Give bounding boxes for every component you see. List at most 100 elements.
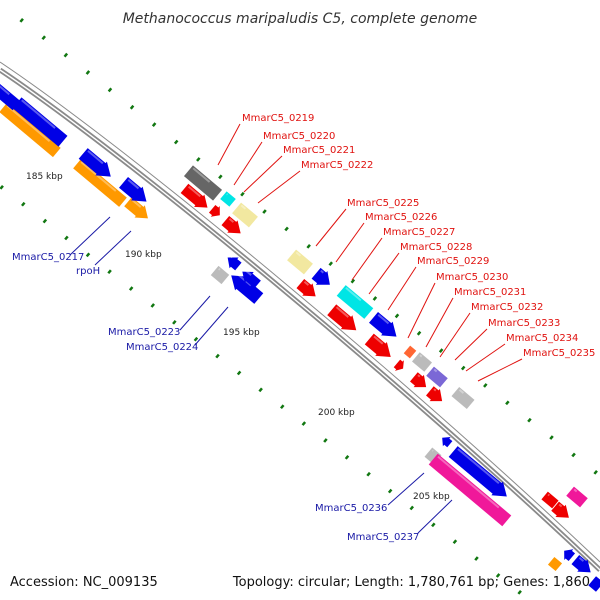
gene-label-mmarc5-0234[interactable]: MmarC5_0234 [506, 333, 578, 344]
gene-feature-mmarc5-0220[interactable] [220, 191, 236, 207]
gene-feature-mmarc5-0228[interactable] [368, 310, 403, 343]
leader-0233 [454, 328, 488, 361]
gene-feature-orange-4[interactable] [547, 556, 563, 572]
gc-dash-outer [107, 87, 113, 93]
gene-feature-blue-6[interactable] [238, 266, 262, 290]
gc-dash-outer [328, 261, 333, 267]
gene-label-mmarc5-0233[interactable]: MmarC5_0233 [488, 318, 560, 329]
gc-dash-inner [85, 252, 91, 258]
gene-feature-mmarc5-0237[interactable] [428, 453, 512, 527]
gene-label-mmarc5-0235[interactable]: MmarC5_0235 [523, 348, 595, 359]
gene-feature-magenta-2[interactable] [566, 486, 588, 508]
gc-dash-outer [151, 122, 157, 127]
gene-label-mmarc5-0232[interactable]: MmarC5_0232 [471, 302, 543, 313]
gene-feature-red-h[interactable] [409, 371, 432, 394]
gene-feature-blue-8[interactable] [447, 445, 512, 504]
gene-label-mmarc5-0222[interactable]: MmarC5_0222 [301, 160, 373, 171]
gene-feature-red-a[interactable] [179, 182, 212, 214]
gene-feature-red-j[interactable] [541, 491, 559, 509]
gc-dash-inner [344, 455, 350, 460]
gc-dash-outer [460, 365, 466, 371]
gene-feature-red-i[interactable] [425, 385, 448, 408]
gene-label-mmarc5-0230[interactable]: MmarC5_0230 [436, 272, 508, 283]
gene-label-mmarc5-0221[interactable]: MmarC5_0221 [283, 145, 355, 156]
gc-dash-outer [438, 348, 444, 353]
gene-label-mmarc5-0220[interactable]: MmarC5_0220 [263, 131, 335, 142]
gene-feature-mmarc5-0225[interactable] [287, 249, 313, 275]
gc-dash-outer [505, 400, 510, 406]
scale-tick-185: 185 kbp [26, 172, 63, 182]
gene-label-mmarc5-0231[interactable]: MmarC5_0231 [454, 287, 526, 298]
gene-label-mmarc5-0224[interactable]: MmarC5_0224 [126, 342, 198, 353]
gc-dash-outer [571, 452, 576, 458]
gene-feature-orange-2[interactable] [73, 159, 127, 207]
gene-feature-mmarc5-0219[interactable] [183, 165, 223, 201]
scale-tick-200: 200 kbp [318, 408, 355, 418]
gene-feature-red-f[interactable] [363, 332, 396, 364]
gene-label-mmarc5-0237[interactable]: MmarC5_0237 [347, 532, 419, 543]
gene-label-mmarc5-0225[interactable]: MmarC5_0225 [347, 198, 419, 209]
gc-dash-inner [301, 421, 307, 426]
gene-feature-mmarc5-0222[interactable] [232, 202, 258, 228]
gene-feature-mmarc5-0223[interactable] [210, 265, 230, 285]
gene-feature-blue-4[interactable] [0, 81, 21, 111]
gene-feature-red-c[interactable] [220, 214, 246, 239]
gene-feature-red-k[interactable] [550, 500, 574, 524]
leader-0219 [217, 123, 241, 166]
gene-feature-mmarc5-0227[interactable] [336, 285, 374, 319]
leader-0228 [368, 252, 400, 295]
leader-0237 [417, 499, 453, 534]
gene-feature-mmarc5-0230[interactable] [412, 352, 432, 372]
gene-label-mmarc5-0227[interactable]: MmarC5_0227 [383, 227, 455, 238]
gc-dash-inner [0, 185, 4, 190]
gene-feature-mmarc5-0235[interactable] [451, 386, 475, 410]
gene-feature-orange-3[interactable] [123, 196, 153, 225]
gene-feature-blue-7[interactable] [438, 433, 453, 449]
gene-label-mmarc5-0217[interactable]: MmarC5_0217 [12, 252, 84, 263]
gene-label-mmarc5-0226[interactable]: MmarC5_0226 [365, 212, 437, 223]
gene-feature-blue-1[interactable] [12, 97, 68, 147]
gene-feature-red-d[interactable] [295, 277, 321, 302]
gc-dash-inner [193, 336, 199, 342]
gene-feature-blue-10[interactable] [570, 553, 596, 578]
scale-tick-205: 205 kbp [413, 492, 450, 502]
gene-feature-blue-3[interactable] [118, 175, 153, 208]
gc-dash-outer [63, 52, 69, 58]
gc-dash-outer [593, 470, 598, 475]
gc-dash-inner [495, 573, 501, 578]
gc-dash-inner [42, 218, 48, 224]
leader-0223 [179, 295, 211, 331]
topology-text: Topology: circular; Length: 1,780,761 bp… [232, 575, 590, 590]
gc-dash-inner [280, 404, 285, 410]
gene-feature-mmarc5-0229[interactable] [403, 345, 417, 359]
gene-label-rpoh[interactable]: rpoH [76, 266, 100, 277]
gene-label-mmarc5-0229[interactable]: MmarC5_0229 [417, 256, 489, 267]
gene-feature-blue-11[interactable] [588, 576, 600, 592]
gc-dash-inner [323, 438, 328, 443]
gc-dash-outer [129, 104, 135, 110]
gene-feature-blue-2[interactable] [77, 147, 116, 184]
gene-feature-blue-5[interactable] [223, 252, 243, 272]
gene-feature-red-b[interactable] [208, 203, 225, 220]
gene-label-mmarc5-0223[interactable]: MmarC5_0223 [108, 327, 180, 338]
map-title: Methanococcus maripaludis C5, complete g… [123, 11, 478, 27]
gene-feature-mmarc5-0231[interactable] [426, 366, 448, 388]
gc-dash-inner [409, 505, 414, 511]
gene-feature-blue-9[interactable] [560, 545, 577, 562]
gc-dash-tracks [0, 18, 598, 595]
gene-label-mmarc5-0228[interactable]: MmarC5_0228 [400, 242, 472, 253]
gene-feature-red-g[interactable] [392, 358, 407, 374]
gene-feature-red-e[interactable] [326, 303, 362, 337]
gene-feature-mmarc5-0226[interactable] [310, 266, 335, 291]
gene-label-mmarc5-0236[interactable]: MmarC5_0236 [315, 503, 387, 514]
gene-label-mmarc5-0219[interactable]: MmarC5_0219 [242, 113, 314, 124]
gc-dash-inner [517, 590, 522, 595]
leader-0226 [335, 222, 365, 263]
leader-0229 [387, 266, 417, 311]
gc-dash-outer [218, 174, 223, 180]
gc-dash-inner [236, 370, 242, 376]
gene-feature-orange-1[interactable] [0, 102, 61, 158]
gene-features [0, 81, 600, 592]
gene-feature-mmarc5-0224[interactable] [225, 269, 264, 306]
